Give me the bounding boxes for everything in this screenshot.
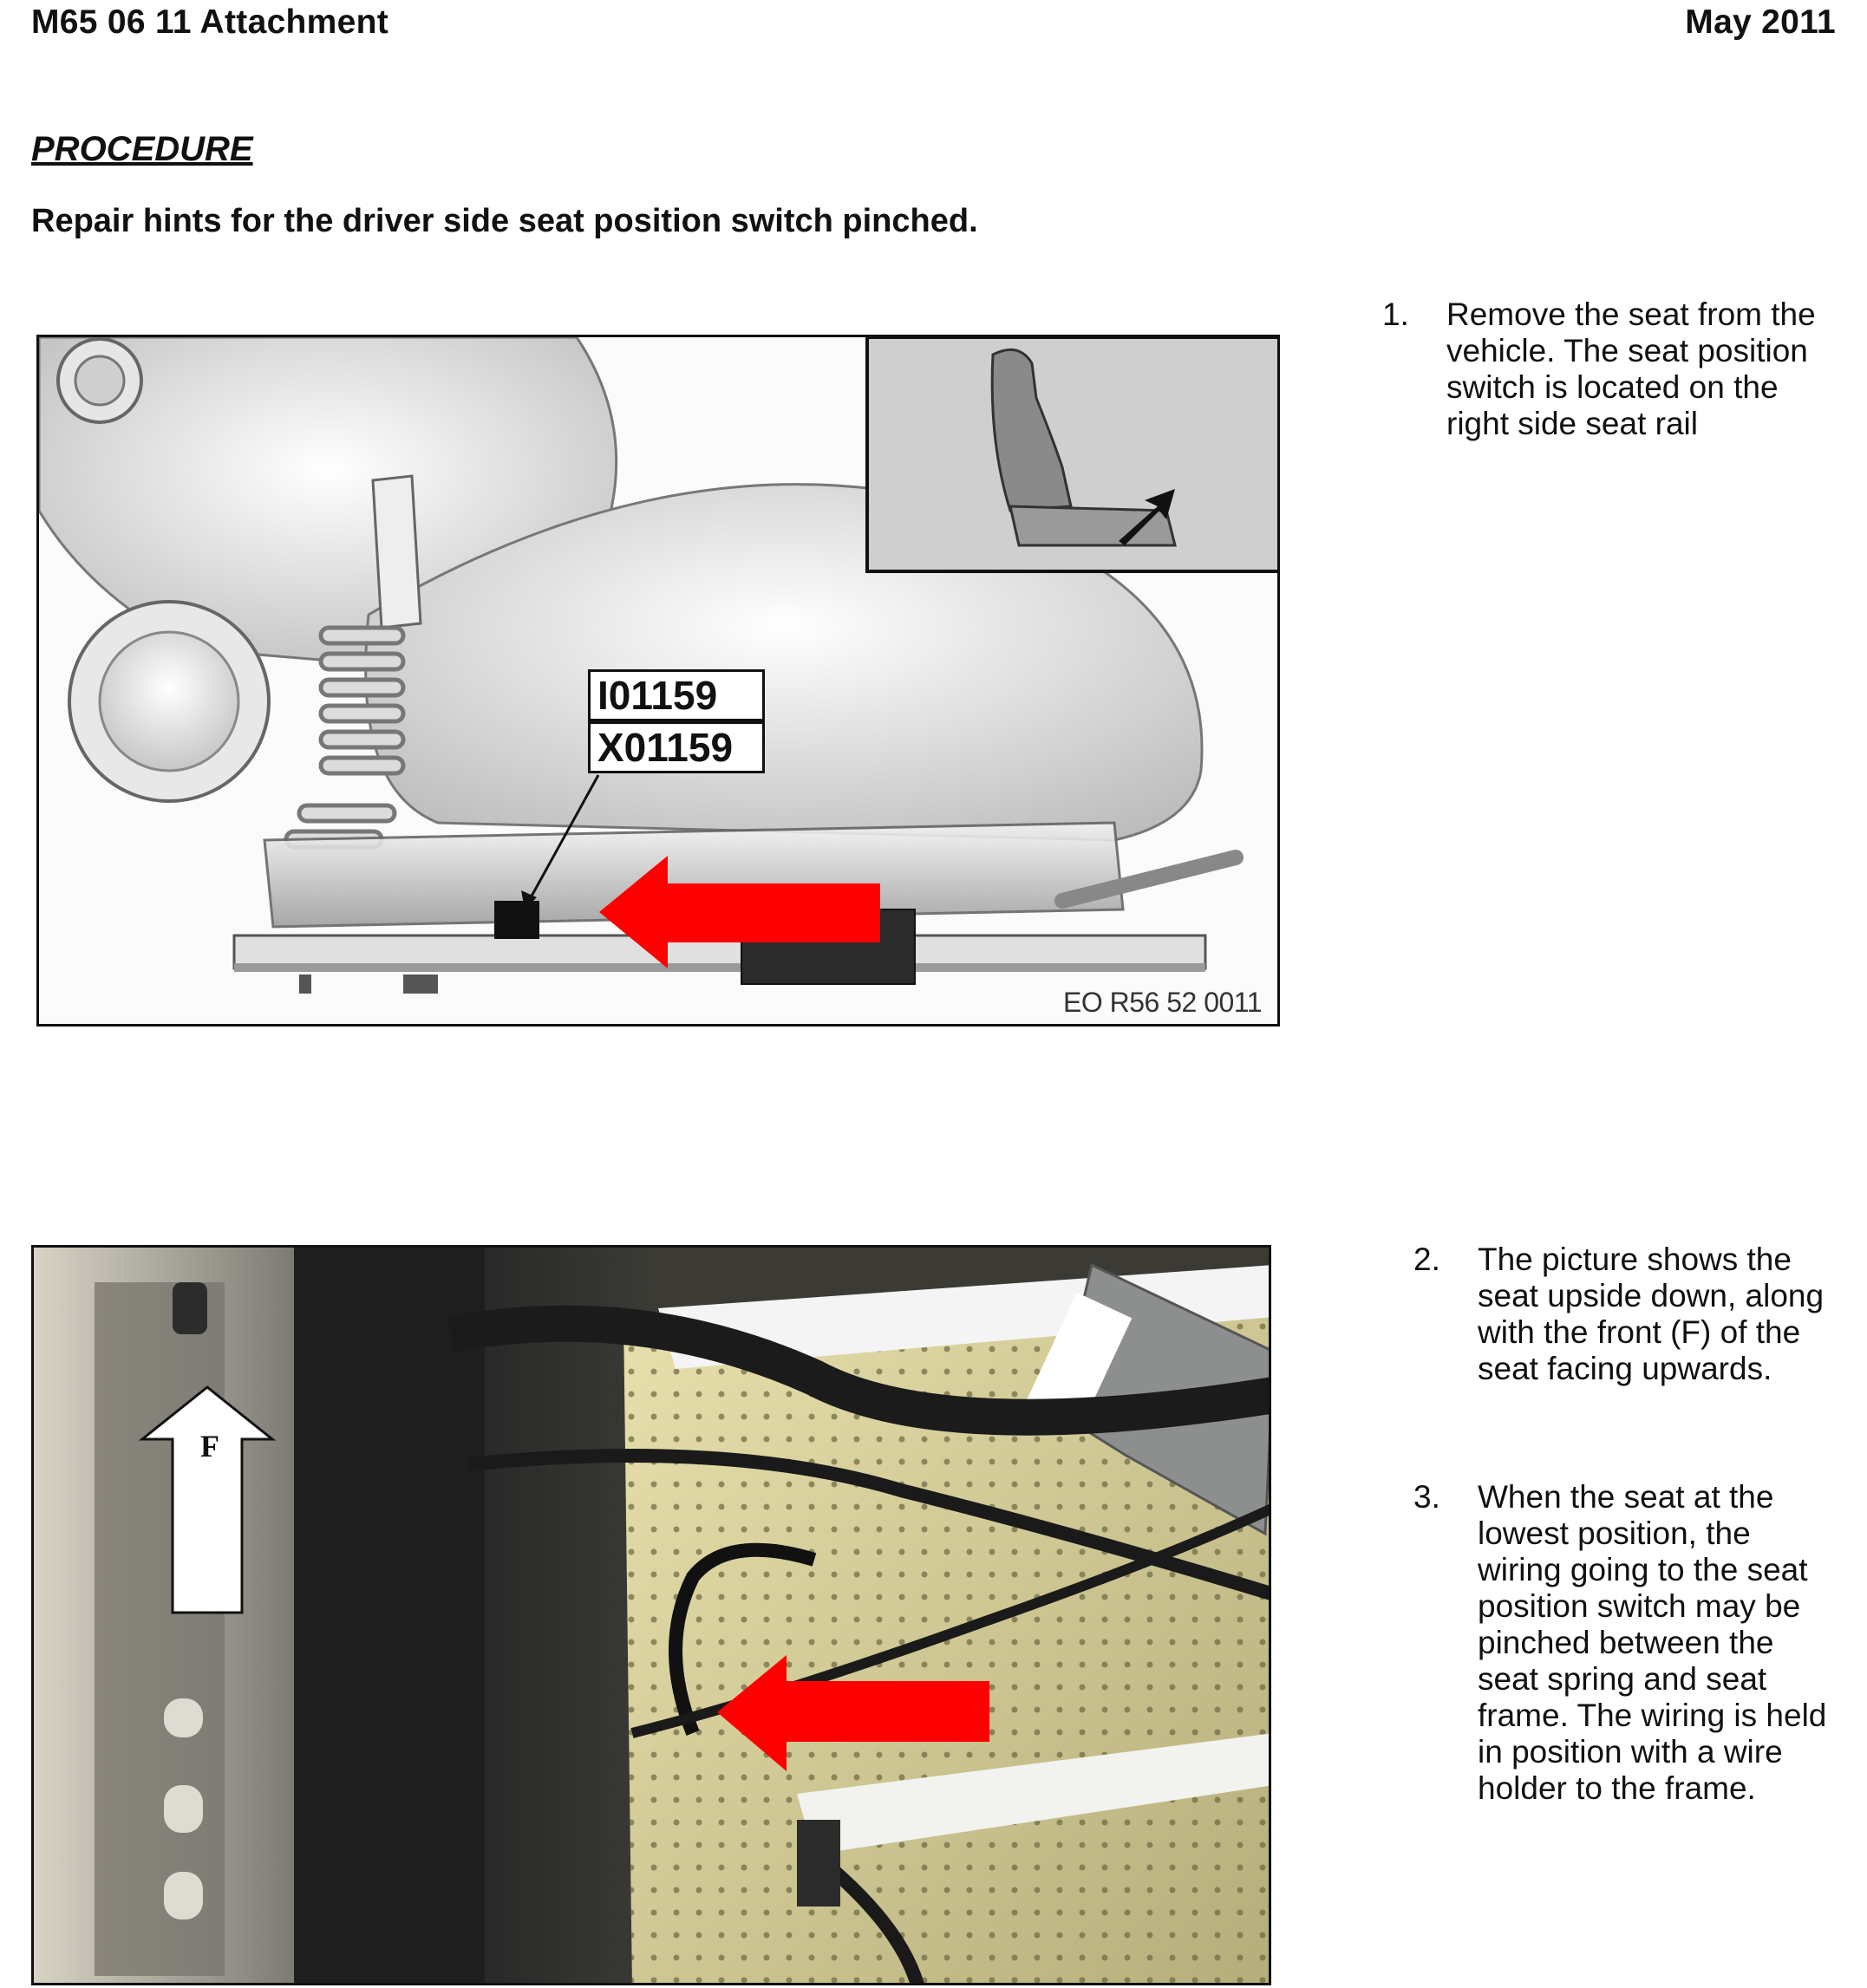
callout-component-id: I01159: [588, 669, 765, 721]
seat-underside-photo: [34, 1248, 1269, 1983]
red-arrow-icon: [599, 856, 880, 968]
step-text: The picture shows the seat upside down, …: [1478, 1242, 1825, 1386]
document-reference: M65 06 11 Attachment: [31, 3, 389, 41]
section-heading: PROCEDURE: [31, 130, 253, 168]
red-arrow-icon: [717, 1655, 989, 1771]
step-text: When the seat at the lowest position, th…: [1478, 1479, 1827, 1806]
seat-underside-photo-figure: F: [31, 1245, 1271, 1985]
step-number: 3.: [1413, 1479, 1440, 1515]
front-marker-label: F: [200, 1429, 219, 1463]
callout-connector-id: X01159: [588, 721, 765, 773]
seat-illustration: [39, 337, 1277, 994]
intro-text: Repair hints for the driver side seat po…: [31, 203, 978, 239]
step-number: 2.: [1413, 1242, 1440, 1277]
step-text: Remove the seat from the vehicle. The se…: [1446, 297, 1816, 441]
seat-illustration-figure: I01159 X01159 EO R56 52 0011: [36, 335, 1280, 1027]
document-date: May 2011: [1685, 3, 1836, 41]
figure-code: EO R56 52 0011: [1062, 987, 1263, 1018]
step-number: 1.: [1382, 297, 1409, 332]
